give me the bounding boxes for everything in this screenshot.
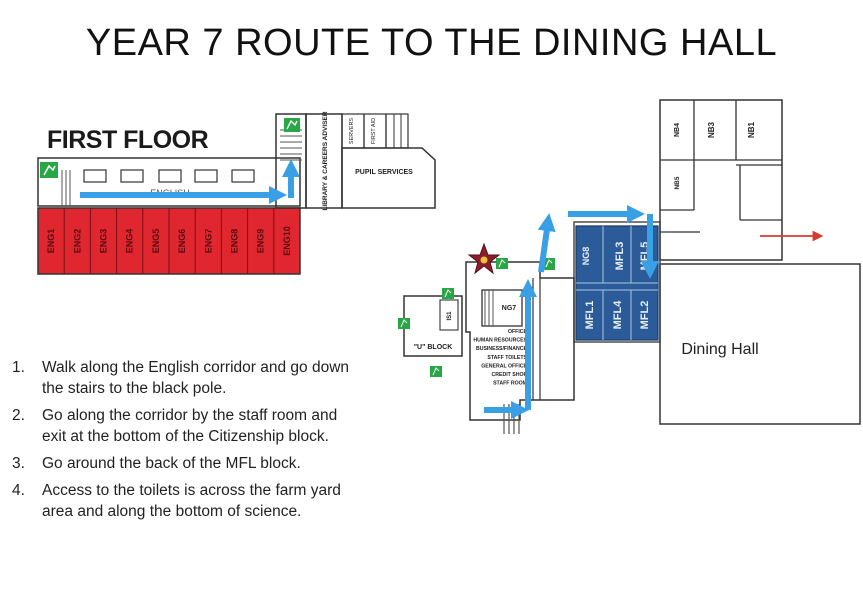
office-label: GENERAL OFFICE	[481, 363, 527, 369]
exit-sign-icon	[40, 162, 58, 178]
instruction-step: 3. Go around the back of the MFL block.	[12, 453, 362, 474]
first-aid-label: FIRST AID	[371, 118, 377, 144]
office-label: STAFF ROOM	[493, 381, 527, 387]
step-text: Go along the corridor by the staff room …	[42, 407, 338, 445]
mfl3-label: MFL3	[614, 242, 626, 271]
classroom-label: ENG10	[282, 226, 292, 256]
classroom-label: ENG2	[72, 229, 82, 254]
nb5-label: NB5	[674, 176, 681, 189]
black-pole-star-icon	[467, 242, 501, 275]
mfl2-label: MFL2	[639, 301, 651, 330]
classroom-label: ENG4	[125, 229, 135, 254]
office-label: CREDIT SHOP	[492, 372, 528, 378]
step-text: Access to the toilets is across the farm…	[42, 482, 341, 520]
instruction-list: 1. Walk along the English corridor and go…	[12, 357, 362, 528]
classroom-label: ENG6	[177, 229, 187, 254]
dining-hall-building	[659, 263, 861, 425]
step-number: 3.	[12, 455, 25, 472]
ground-floor-plan: NB4 NB3 NB1 NB5 Dining Hall NG8 MFL3 MFL…	[398, 99, 861, 434]
classroom-label: ENG1	[46, 229, 56, 254]
office-label: STAFF TOILETS	[487, 355, 527, 361]
office-label: HUMAN RESOURCES	[473, 338, 527, 344]
first-floor-plan: ENG1 ENG2 ENG3 ENG4 ENG5 ENG6 ENG7 ENG8 ENG9 ENG1…	[37, 111, 436, 275]
classroom-label: ENG7	[203, 229, 213, 254]
instruction-step: 2. Go along the corridor by the staff roo…	[12, 405, 362, 447]
step-number: 4.	[12, 482, 25, 499]
ng7-room	[481, 289, 523, 327]
ng8-label: NG8	[581, 247, 591, 266]
stairs-left	[61, 170, 71, 206]
step-text: Walk along the English corridor and go d…	[42, 359, 350, 397]
route-arrow	[537, 213, 556, 273]
instruction-step: 1. Walk along the English corridor and go…	[12, 357, 362, 399]
exit-sign-icon	[543, 258, 555, 270]
classroom-label: ENG5	[151, 229, 161, 254]
exit-sign-icon	[496, 258, 508, 269]
nb-building	[659, 99, 783, 261]
classroom-label: ENG8	[230, 229, 240, 254]
english-corridor	[37, 157, 301, 207]
ng7-label: NG7	[502, 305, 517, 312]
exit-sign-icon	[284, 118, 300, 132]
first-floor-label: FIRST FLOOR	[47, 126, 209, 154]
is1-label: IS1	[447, 311, 453, 321]
stairs-right	[280, 129, 302, 161]
admin-building	[465, 261, 575, 421]
pupil-services-room	[341, 147, 436, 209]
nb1-label: NB1	[747, 121, 756, 138]
page-title: YEAR 7 ROUTE TO THE DINING HALL	[85, 22, 778, 64]
classroom-label: ENG9	[256, 229, 266, 254]
library-label: LIBRARY & CAREERS ADVISER	[322, 111, 329, 210]
step-number: 2.	[12, 407, 25, 424]
mfl1-label: MFL1	[584, 301, 596, 330]
step-number: 1.	[12, 359, 25, 376]
nb4-label: NB4	[674, 123, 681, 137]
dining-hall-label: Dining Hall	[681, 341, 758, 358]
exit-sign-icon	[398, 318, 410, 329]
store-room	[385, 113, 409, 149]
u-block-label: "U" BLOCK	[414, 344, 453, 351]
exit-sign-icon	[430, 366, 442, 377]
classroom-label: ENG3	[99, 229, 109, 254]
exit-sign-icon	[442, 288, 454, 299]
step-text: Go around the back of the MFL block.	[42, 455, 301, 472]
office-label: OFFICE	[508, 329, 528, 335]
servers-label: SERVERS	[349, 118, 355, 145]
corridor-pillars	[83, 169, 255, 183]
mfl4-label: MFL4	[612, 300, 624, 330]
pupil-services-label: PUPIL SERVICES	[355, 169, 413, 176]
instruction-step: 4. Access to the toilets is across the fa…	[12, 480, 362, 522]
office-label: BUSINESS/FINANCE	[476, 346, 528, 352]
nb3-label: NB3	[707, 121, 716, 138]
